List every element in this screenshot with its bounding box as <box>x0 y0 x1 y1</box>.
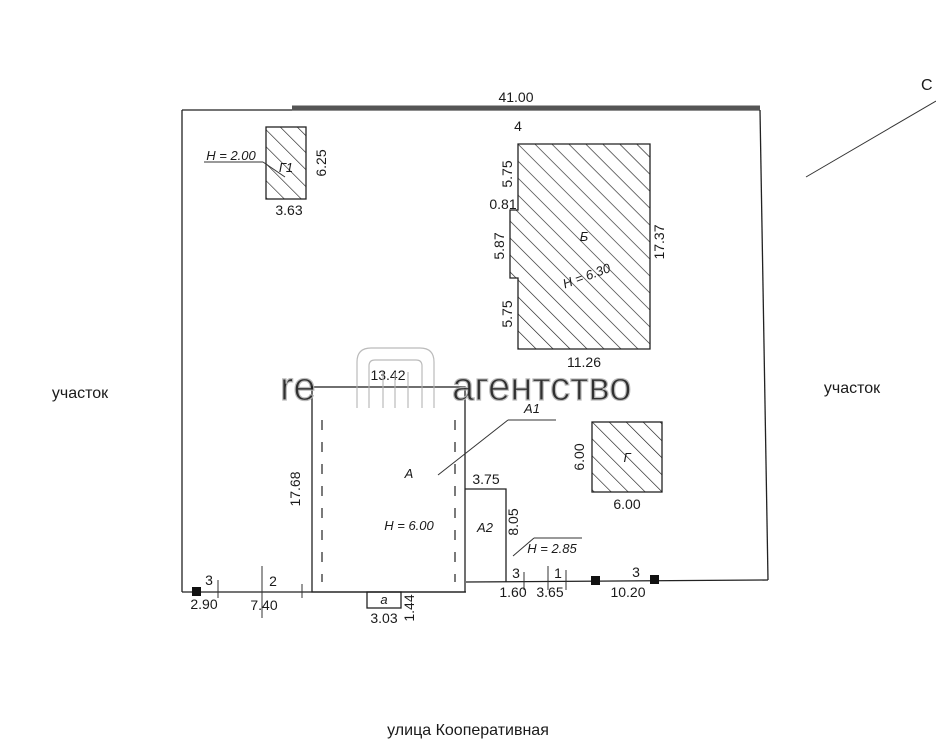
a2-height-label: H = 2.85 <box>527 541 577 556</box>
front-seg-3a: 3 <box>205 572 213 588</box>
front-dim-3-65: 3.65 <box>536 584 563 600</box>
b-width-dim: 11.26 <box>567 354 601 370</box>
front-seg-1: 1 <box>554 565 562 581</box>
front-dim-7-40: 7.40 <box>250 597 277 613</box>
north-label: С <box>921 77 933 94</box>
g1-width-dim: 3.63 <box>275 202 302 218</box>
a1-callout-label: А1 <box>523 401 540 416</box>
b-label: Б <box>580 229 589 244</box>
front-seg-3b: 3 <box>512 565 520 581</box>
plot-top-segment: 4 <box>514 118 522 134</box>
a-depth-dim: 17.68 <box>287 471 303 506</box>
neighbor-left-label: участок <box>52 385 109 402</box>
g1-height-label: H = 2.00 <box>206 148 256 163</box>
b-left-dim-4: 5.75 <box>499 300 515 327</box>
watermark-logo <box>356 347 435 408</box>
building-g1 <box>204 126 307 200</box>
a2-label: А2 <box>476 520 494 535</box>
g1-label: Г1 <box>279 160 293 175</box>
a-label: А <box>404 466 414 481</box>
b-depth-dim: 17.37 <box>651 224 667 259</box>
plot-top-length: 41.00 <box>498 89 533 105</box>
front-dim-10-20: 10.20 <box>610 584 645 600</box>
front-dim-1-60: 1.60 <box>499 584 526 600</box>
g1-depth-dim: 6.25 <box>313 149 329 176</box>
front-dim-2-90: 2.90 <box>190 596 217 612</box>
neighbor-right-label: участок <box>824 380 881 397</box>
b-left-dim-3: 5.87 <box>491 232 507 259</box>
b-left-dim-1: 5.75 <box>499 160 515 187</box>
building-b <box>509 143 651 350</box>
b-left-dim-2: 0.81 <box>489 196 516 212</box>
a-width-dim: 13.42 <box>370 367 405 383</box>
porch-depth-dim: 1.44 <box>401 594 417 621</box>
watermark-left-text: re <box>280 365 316 409</box>
front-seg-3c: 3 <box>632 564 640 580</box>
watermark: re агентство <box>279 347 632 410</box>
porch-label: а <box>380 592 387 607</box>
building-g <box>591 421 663 493</box>
g-depth-dim: 6.00 <box>571 443 587 470</box>
street-label: улица Кооперативная <box>387 722 549 739</box>
front-seg-2: 2 <box>269 573 277 589</box>
porch-width-dim: 3.03 <box>370 610 397 626</box>
g-label: Г <box>623 450 631 465</box>
front-ticks <box>192 566 659 618</box>
a2-depth-dim: 8.05 <box>505 508 521 535</box>
north-arrow <box>805 100 936 178</box>
building-a <box>311 386 556 593</box>
a2-width-dim: 3.75 <box>472 471 499 487</box>
g-width-dim: 6.00 <box>613 496 640 512</box>
a-height-label: H = 6.00 <box>384 518 434 533</box>
building-a2 <box>465 488 582 582</box>
porch-a <box>366 591 402 609</box>
watermark-right-text: агентство <box>452 365 632 409</box>
